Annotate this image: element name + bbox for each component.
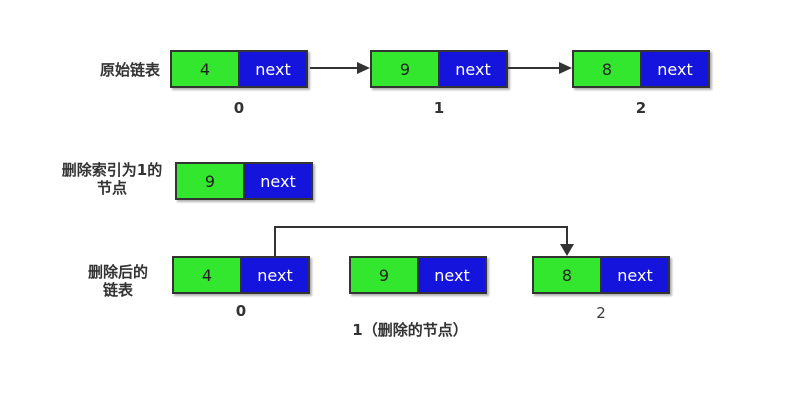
node-value-cell: 8 <box>574 52 642 86</box>
skip-connector-arrowhead-icon <box>560 244 574 256</box>
next-arrow <box>508 62 572 74</box>
list-node: 4 next <box>172 256 310 294</box>
node-next-cell: next <box>602 258 668 292</box>
list-node: 8 next <box>572 50 710 88</box>
node-value-cell: 9 <box>351 258 419 292</box>
node-index-label: 0 <box>235 302 247 320</box>
node-index-label: 2 <box>596 304 606 322</box>
node-value-cell: 9 <box>372 52 440 86</box>
list-node: 4 next <box>170 50 308 88</box>
row-label-original-list: 原始链表 <box>99 61 160 79</box>
row-label-line2: 链表 <box>102 281 133 299</box>
node-index-label: 2 <box>635 99 647 117</box>
list-node: 9 next <box>175 162 313 200</box>
node-value-cell: 4 <box>174 258 242 292</box>
skip-connector-down-segment <box>566 226 568 246</box>
node-next-cell: next <box>440 52 506 86</box>
skip-connector-up-segment <box>274 226 276 256</box>
row-label-after-deletion: 删除后的 链表 <box>58 263 178 299</box>
node-next-cell: next <box>419 258 485 292</box>
row-label-line2: 节点 <box>96 179 127 197</box>
node-index-label: 1 <box>433 99 445 117</box>
row-label-line1: 删除索引为1的 <box>61 161 163 179</box>
node-next-cell: next <box>245 164 311 198</box>
node-next-cell: next <box>240 52 306 86</box>
list-node: 9 next <box>349 256 487 294</box>
list-node: 9 next <box>370 50 508 88</box>
next-arrow <box>310 62 370 74</box>
list-node: 8 next <box>532 256 670 294</box>
node-index-label: 0 <box>233 99 245 117</box>
node-value-cell: 9 <box>177 164 245 198</box>
node-index-label-deleted: 1（删除的节点） <box>352 321 468 339</box>
node-next-cell: next <box>242 258 308 292</box>
node-next-cell: next <box>642 52 708 86</box>
skip-connector-across-segment <box>274 226 568 228</box>
row-label-line1: 删除后的 <box>87 263 148 281</box>
row-label-removed-node: 删除索引为1的 节点 <box>47 161 177 197</box>
node-value-cell: 4 <box>172 52 240 86</box>
node-value-cell: 8 <box>534 258 602 292</box>
